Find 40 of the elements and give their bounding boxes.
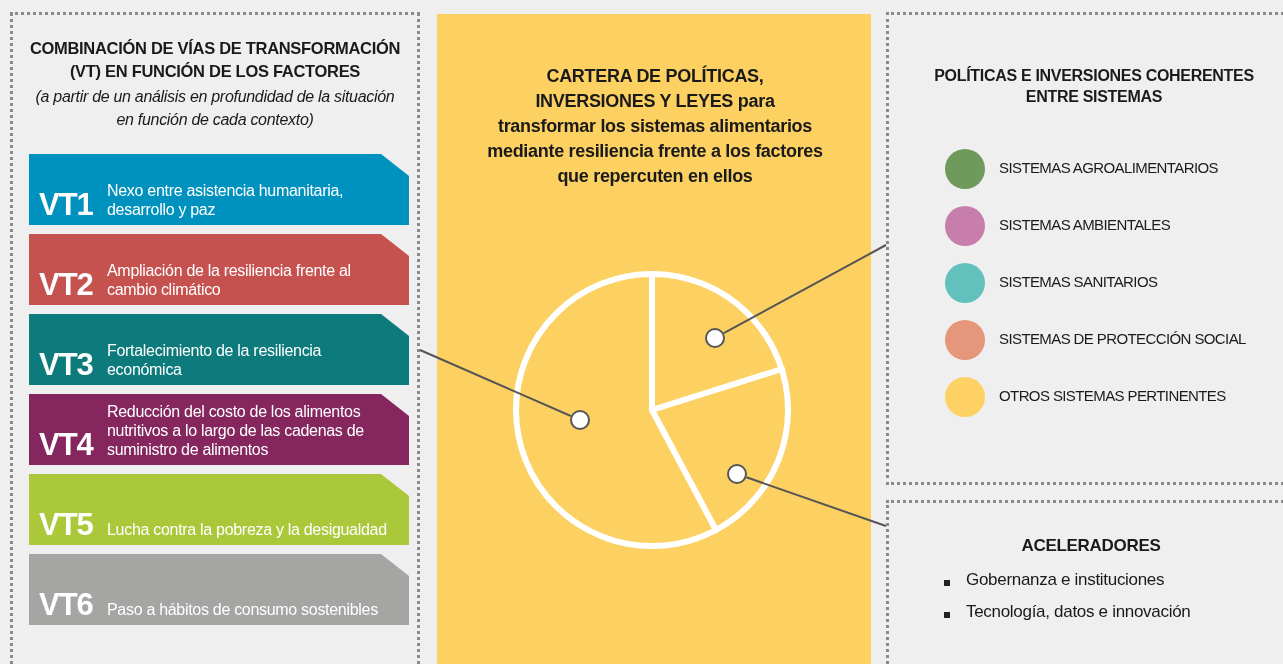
pathway-code: VT4: [39, 427, 93, 463]
leader-dot: [570, 410, 590, 430]
legend-label: OTROS SISTEMAS PERTINENTES: [999, 387, 1226, 404]
pathway-code: VT3: [39, 347, 93, 383]
left-panel: [10, 12, 420, 664]
pathway-band: [29, 314, 409, 385]
pathway-code: VT5: [39, 507, 93, 543]
pathway-code: VT2: [39, 267, 93, 303]
leader-line: [419, 349, 572, 417]
pathway-band: [29, 394, 409, 465]
legend-label: SISTEMAS AGROALIMENTARIOS: [999, 159, 1218, 176]
panel-subtitle: (a partir de un análisis en profundidad de la situación en función de cada contexto): [34, 87, 396, 130]
pathway-band: [29, 234, 409, 305]
leader-dot: [727, 464, 747, 484]
systems-panel: [886, 12, 1283, 485]
pathway-description: Nexo entre asistencia humanitaria, desarrollo y paz: [107, 181, 345, 219]
pathway-code: VT6: [39, 587, 93, 623]
pathway-description: Paso a hábitos de consumo sostenibles: [107, 600, 379, 619]
panel-heading: COMBINACIÓN DE VÍAS DE TRANSFORMACIÓN (VT) EN FUNCIÓN DE LOS FACTORES: [28, 38, 402, 82]
leader-line: [722, 244, 887, 335]
pathway-description: Reducción del costo de los alimentos nutritivos a lo largo de las cadenas de suministro de alimentos: [107, 402, 365, 459]
portfolio-text: CARTERA DE POLÍTICAS, INVERSIONES Y LEYES para transformar los sistemas alimentarios mediante resiliencia frente a los factores que repercuten en ellos: [486, 64, 824, 188]
panel-heading: POLÍTICAS E INVERSIONES COHERENTES ENTRE SISTEMAS: [933, 65, 1255, 107]
legend-label: SISTEMAS DE PROTECCIÓN SOCIAL: [999, 330, 1246, 347]
pathway-description: Lucha contra la pobreza y la desigualdad: [107, 520, 388, 539]
pathway-description: Ampliación de la resiliencia frente al cambio climático: [107, 261, 352, 299]
bullet-item: Gobernanza e instituciones: [966, 570, 1165, 590]
pathway-code: VT1: [39, 187, 93, 223]
legend-label: SISTEMAS SANITARIOS: [999, 273, 1158, 290]
accelerators-panel: [886, 500, 1283, 664]
panel-heading: ACELERADORES: [1020, 536, 1162, 556]
legend-label: SISTEMAS AMBIENTALES: [999, 216, 1171, 233]
pathway-band: [29, 154, 409, 225]
leader-dot: [705, 328, 725, 348]
bullet-item: Tecnología, datos e innovación: [966, 602, 1191, 622]
pathway-band: [29, 474, 409, 545]
leader-line: [745, 476, 887, 527]
pathway-description: Fortalecimiento de la resiliencia económica: [107, 341, 323, 379]
pathway-band: [29, 554, 409, 625]
portfolio-panel: [437, 14, 871, 664]
